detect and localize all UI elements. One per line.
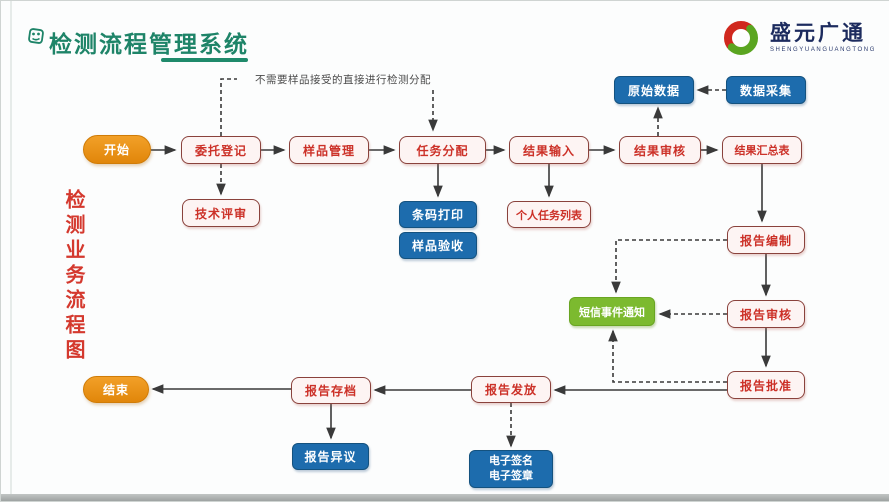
left-edge-streak	[10, 1, 12, 501]
diagram-side-label: 检测业务流程图	[62, 189, 84, 364]
e-signature-line: 电子签名	[489, 454, 533, 467]
node-report-archive: 报告存档	[291, 377, 371, 404]
node-report-objection: 报告异议	[292, 443, 369, 470]
node-raw-data: 原始数据	[614, 76, 694, 104]
bypass-annotation: 不需要样品接受的直接进行检测分配	[237, 72, 449, 87]
node-personal-task-list: 个人任务列表	[507, 201, 591, 228]
node-report-approve: 报告批准	[727, 371, 805, 399]
e-seal-line: 电子签章	[489, 470, 533, 482]
node-barcode-print: 条码打印	[399, 201, 477, 228]
logo-company-name: 盛元广通	[769, 22, 866, 45]
logo-s-emblem-icon	[724, 21, 758, 55]
bottom-edge-strip	[1, 494, 889, 501]
node-commission-register: 委托登记	[181, 136, 261, 164]
start-node: 开始	[83, 135, 151, 164]
title-underline	[161, 58, 248, 62]
node-report-review: 报告审核	[727, 300, 805, 328]
node-result-review: 结果审核	[619, 136, 701, 164]
node-e-signature-seal: 电子签名 电子签章	[469, 450, 553, 488]
title-badge-icon	[28, 28, 44, 44]
node-sms-event-notify: 短信事件通知	[569, 297, 655, 326]
page-title: 检测流程管理系统	[49, 31, 249, 57]
company-logo: 盛元广通 SHENGYUANGUANGTONG	[720, 17, 876, 59]
node-result-input: 结果输入	[509, 136, 589, 164]
node-sample-accept: 样品验收	[399, 232, 477, 259]
node-sample-manage: 样品管理	[289, 136, 369, 164]
node-data-collect: 数据采集	[726, 76, 806, 104]
end-node: 结束	[83, 376, 149, 403]
node-report-issue: 报告发放	[471, 376, 551, 403]
node-result-summary: 结果汇总表	[722, 136, 802, 164]
logo-company-subtext: SHENGYUANGUANGTONG	[769, 47, 876, 53]
node-tech-review: 技术评审	[182, 199, 260, 227]
node-task-assign: 任务分配	[399, 136, 486, 164]
node-report-compile: 报告编制	[727, 226, 805, 254]
